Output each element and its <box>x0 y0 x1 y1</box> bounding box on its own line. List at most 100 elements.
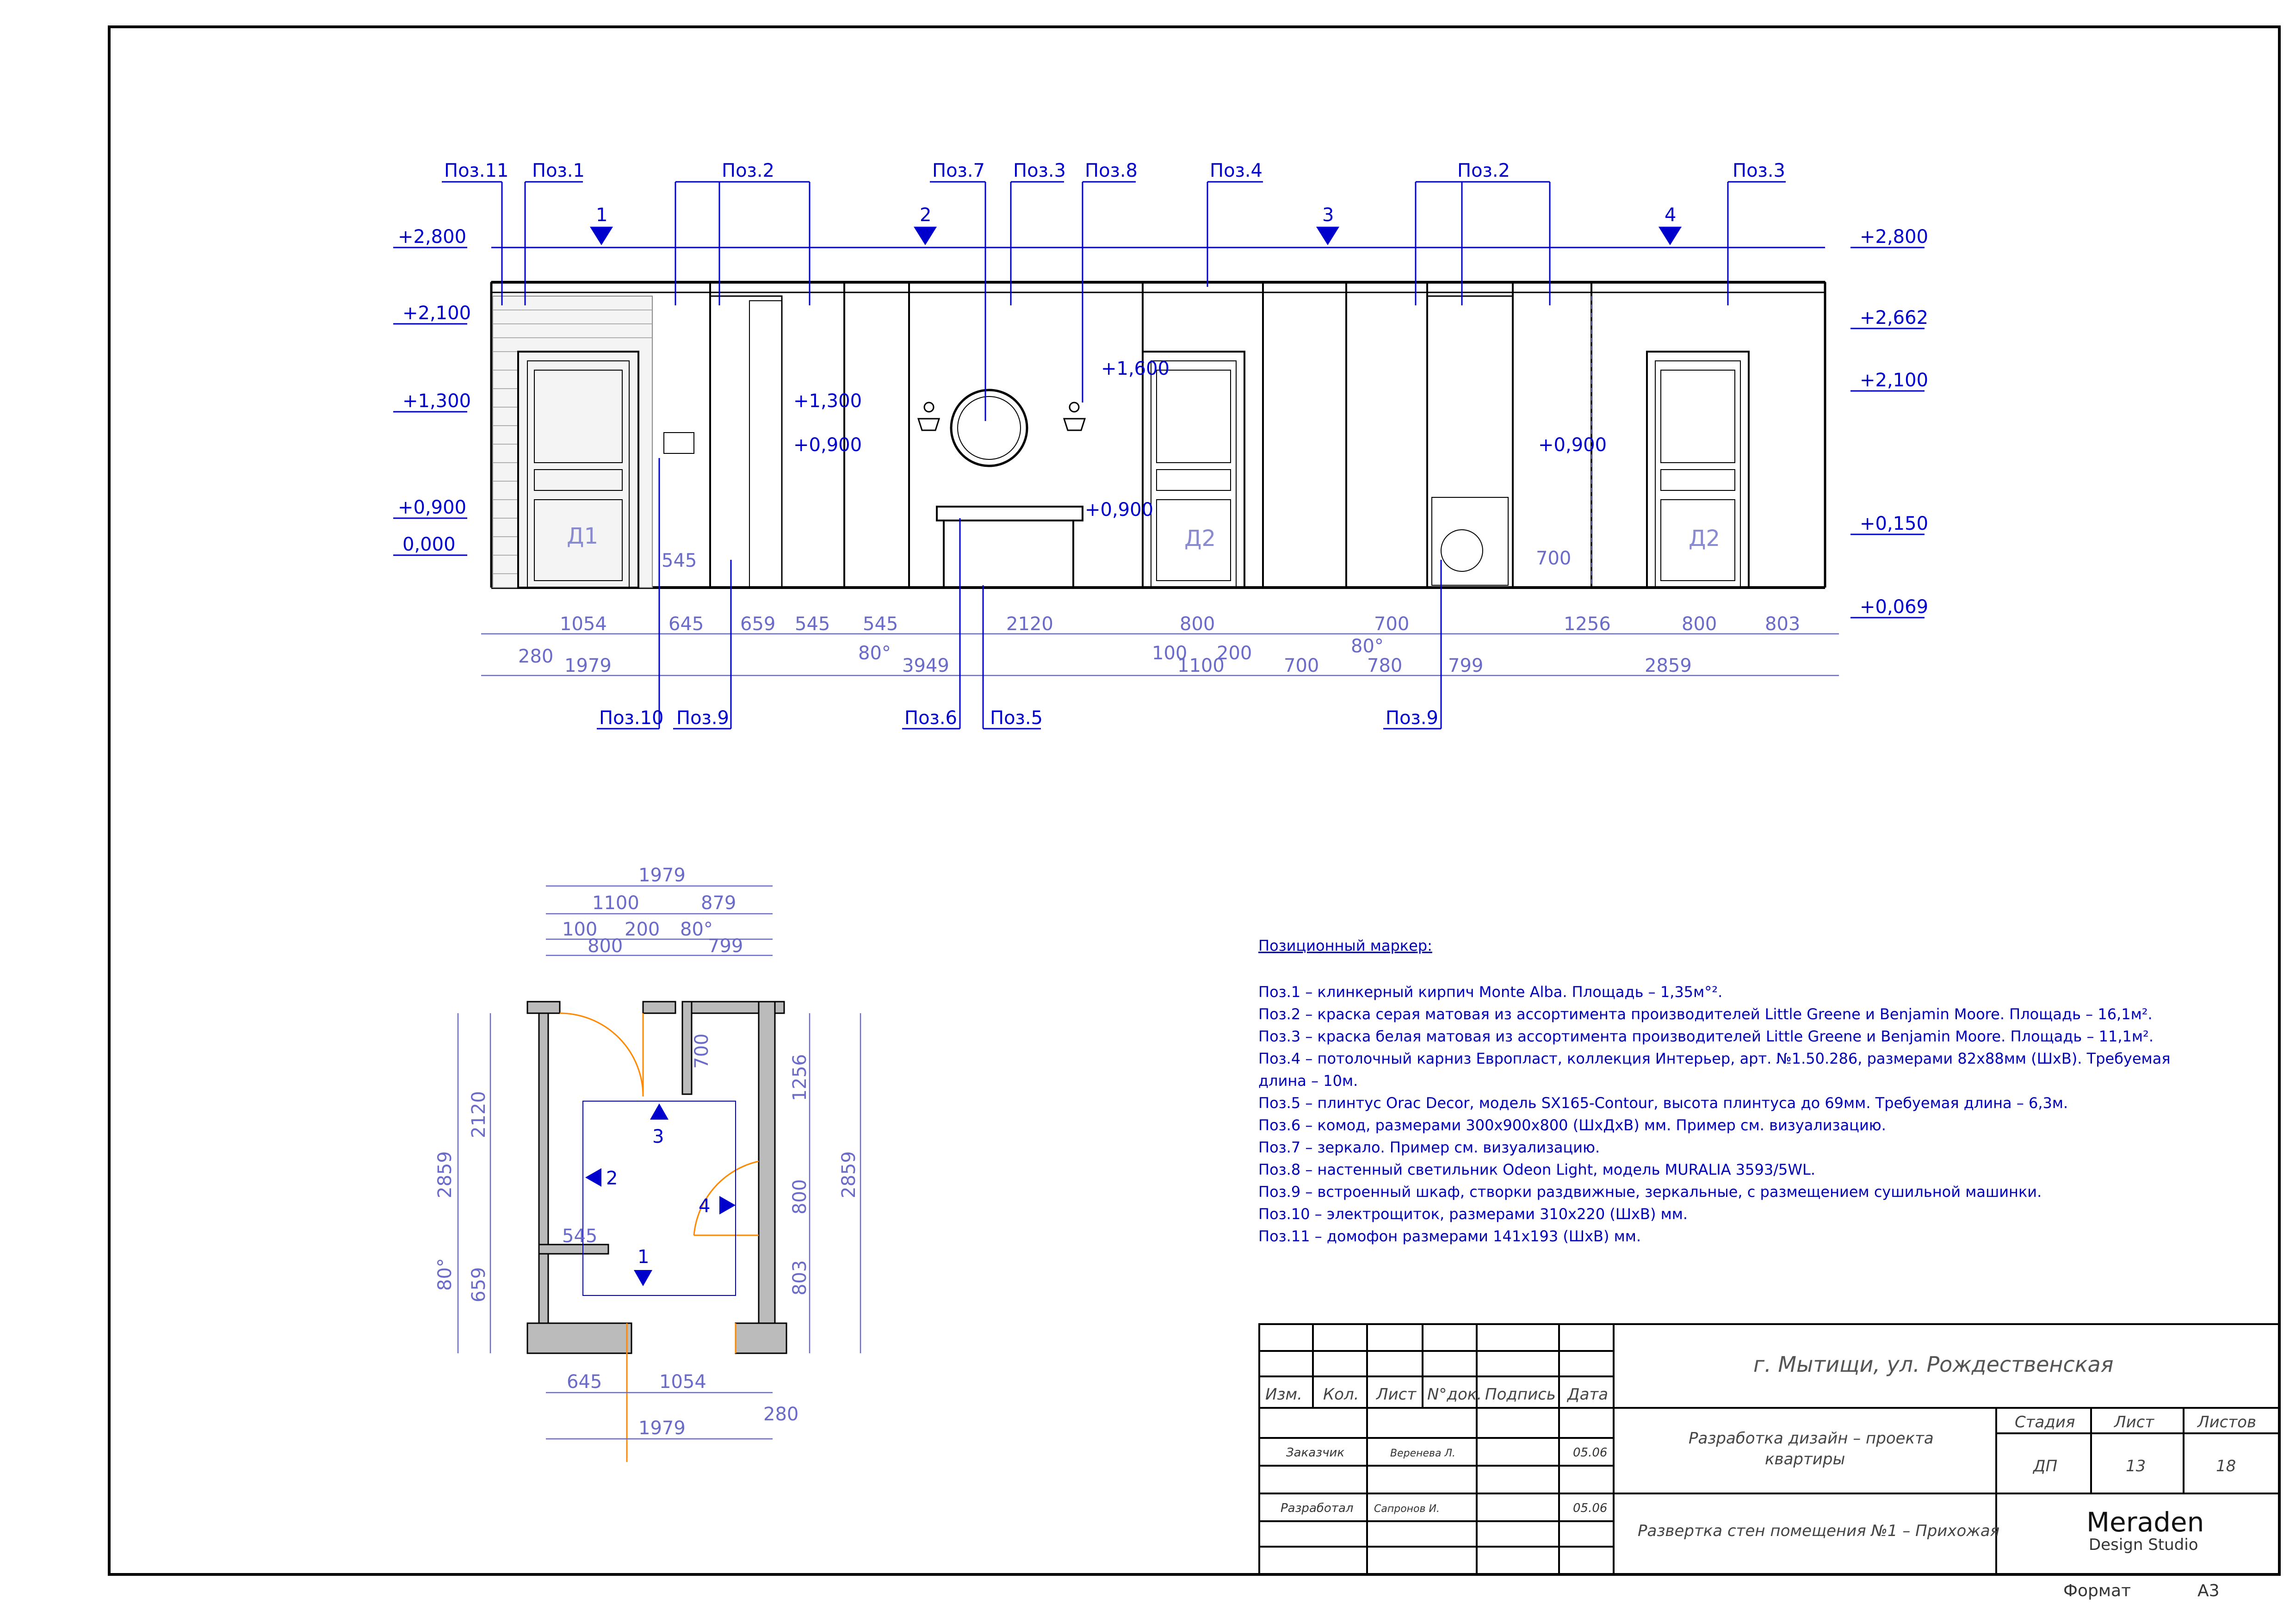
tb-h-doc: N°док. <box>1427 1385 1482 1404</box>
bottom-leaders <box>597 458 1442 730</box>
plan-dim-top-7: 799 <box>708 935 743 957</box>
legend-item-9: Поз.9 – встроенный шкаф, створки раздвиж… <box>1258 1183 2042 1201</box>
plan-dim-left-2: 80° <box>434 1258 456 1291</box>
tb-h-list: Лист <box>1375 1385 1417 1404</box>
plan-marker-triangles <box>585 1103 736 1286</box>
plan-dim-bottom-3: 280 <box>763 1404 798 1425</box>
sheet-frame <box>108 25 2281 1576</box>
dim-r1-9: 800 <box>1682 613 1717 635</box>
leader-pos2a: Поз.2 <box>722 160 774 181</box>
door-d1 <box>517 351 639 588</box>
level-left-2: +1,300 <box>402 390 471 412</box>
tb-customer-name: Веренева Л. <box>1390 1448 1455 1459</box>
plan-dim-top-0: 1979 <box>638 865 686 886</box>
level-left-4: 0,000 <box>402 534 456 555</box>
plan-dim-right-1: 2859 <box>838 1151 860 1198</box>
electrical-panel <box>663 432 694 454</box>
tb-project-line2: квартиры <box>1765 1450 1845 1468</box>
level-right-4: +0,069 <box>1860 596 1928 618</box>
level-left-1: +2,100 <box>402 303 471 324</box>
dim-r3-4: 780 <box>1367 655 1402 676</box>
title-block <box>1258 1323 2280 1575</box>
plan-marker-3: 3 <box>652 1126 664 1147</box>
dim-r1-1: 645 <box>668 613 704 635</box>
tb-developer-date: 05.06 <box>1573 1501 1607 1515</box>
legend-item-7: Поз.7 – зеркало. Пример см. визуализацию… <box>1258 1139 1600 1156</box>
plan-dim-bottom-2: 1979 <box>638 1418 686 1439</box>
dim-r3-5: 799 <box>1448 655 1483 676</box>
wall-marker-3: 3 <box>1322 204 1334 226</box>
plan-dim-top-1: 1100 <box>592 892 639 914</box>
leader-pos1: Поз.1 <box>532 160 585 181</box>
leader-pos11: Поз.11 <box>444 160 508 181</box>
dim-r2-3: 200 <box>1217 643 1252 664</box>
leader-pos3a: Поз.3 <box>1013 160 1066 181</box>
left-level-lines <box>393 247 467 556</box>
tb-developer-name: Сапронов И. <box>1374 1503 1440 1515</box>
dim-r1-8: 1256 <box>1564 613 1611 635</box>
leader-pos9b: Поз.9 <box>1386 707 1438 729</box>
plan-marker-1: 1 <box>637 1246 649 1268</box>
dim-r2-2: 100 <box>1152 643 1187 664</box>
legend-item-2: Поз.3 – краска белая матовая из ассортим… <box>1258 1028 2154 1045</box>
plan-dim-top-2: 879 <box>701 892 736 914</box>
wall-marker-1: 1 <box>596 204 607 226</box>
level-inner-1: +0,900 <box>793 434 862 456</box>
tb-h-izm: Изм. <box>1265 1385 1302 1404</box>
door-d2-middle-label: Д2 <box>1184 526 1216 551</box>
plan-dim-right-3: 803 <box>789 1260 811 1295</box>
level-inner-5: 545 <box>662 550 697 571</box>
dim-r1-3: 545 <box>795 613 830 635</box>
plan-dim-top-6: 800 <box>588 935 623 957</box>
plan-dim-inner-0: 700 <box>691 1034 712 1069</box>
legend-title: Позиционный маркер: <box>1258 937 1432 954</box>
plan-dim-left-0: 2859 <box>434 1151 456 1198</box>
door-d2-middle <box>1142 351 1245 588</box>
elevation-dimension-lines <box>481 633 1839 676</box>
level-inner-6: 700 <box>1536 548 1571 569</box>
legend-item-10: Поз.10 – электрощиток, размерами 310x220… <box>1258 1205 1688 1223</box>
plan-dim-left-1: 2120 <box>468 1091 489 1138</box>
console-table <box>936 506 1083 588</box>
tb-h-kol: Кол. <box>1323 1385 1359 1404</box>
level-right-2: +2,100 <box>1860 370 1928 391</box>
format-value: А3 <box>2197 1581 2220 1600</box>
leader-pos5: Поз.5 <box>990 707 1043 729</box>
dim-r1-0: 1054 <box>560 613 607 635</box>
plan-marker-2: 2 <box>606 1168 618 1189</box>
dim-r2-4: 80° <box>1351 636 1384 657</box>
leader-pos4: Поз.4 <box>1210 160 1262 181</box>
level-inner-2: +1,600 <box>1101 358 1170 379</box>
legend-item-3: Поз.4 – потолочный карниз Европласт, кол… <box>1258 1050 2171 1067</box>
dim-r1-7: 700 <box>1374 613 1409 635</box>
tb-stage: ДП <box>2032 1457 2057 1475</box>
wardrobe-1 <box>709 295 783 588</box>
dim-r3-2: 1100 <box>1177 655 1225 676</box>
tb-h-sign: Подпись <box>1485 1385 1556 1404</box>
tb-studio-sub: Design Studio <box>2089 1536 2198 1554</box>
level-right-0: +2,800 <box>1860 226 1928 248</box>
level-inner-3: +0,900 <box>1085 499 1153 520</box>
tb-customer-label: Заказчик <box>1286 1446 1344 1460</box>
round-mirror <box>950 389 1028 467</box>
door-d1-label: Д1 <box>567 523 598 549</box>
tb-studio-logo: Meraden <box>2086 1506 2204 1538</box>
leader-pos6: Поз.6 <box>904 707 957 729</box>
tb-customer-date: 05.06 <box>1573 1446 1607 1460</box>
wardrobe-2 <box>1426 295 1514 588</box>
plan-dim-inner-1: 545 <box>562 1226 597 1247</box>
dim-r3-6: 2859 <box>1645 655 1692 676</box>
level-inner-0: +1,300 <box>793 390 862 412</box>
level-right-3: +0,150 <box>1860 513 1928 534</box>
legend-item-1: Поз.2 – краска серая матовая из ассортим… <box>1258 1005 2153 1023</box>
tb-sheets-label: Листов <box>2197 1413 2256 1431</box>
leader-pos3b: Поз.3 <box>1733 160 1785 181</box>
leader-pos8: Поз.8 <box>1085 160 1138 181</box>
dim-r1-10: 803 <box>1765 613 1800 635</box>
dim-r1-4: 545 <box>863 613 898 635</box>
door-d2-right <box>1646 351 1750 588</box>
plan-dim-left-3: 659 <box>468 1267 489 1302</box>
plan-dim-bottom-1: 1054 <box>659 1371 706 1393</box>
legend-item-8: Поз.8 – настенный светильник Odeon Light… <box>1258 1161 1815 1178</box>
